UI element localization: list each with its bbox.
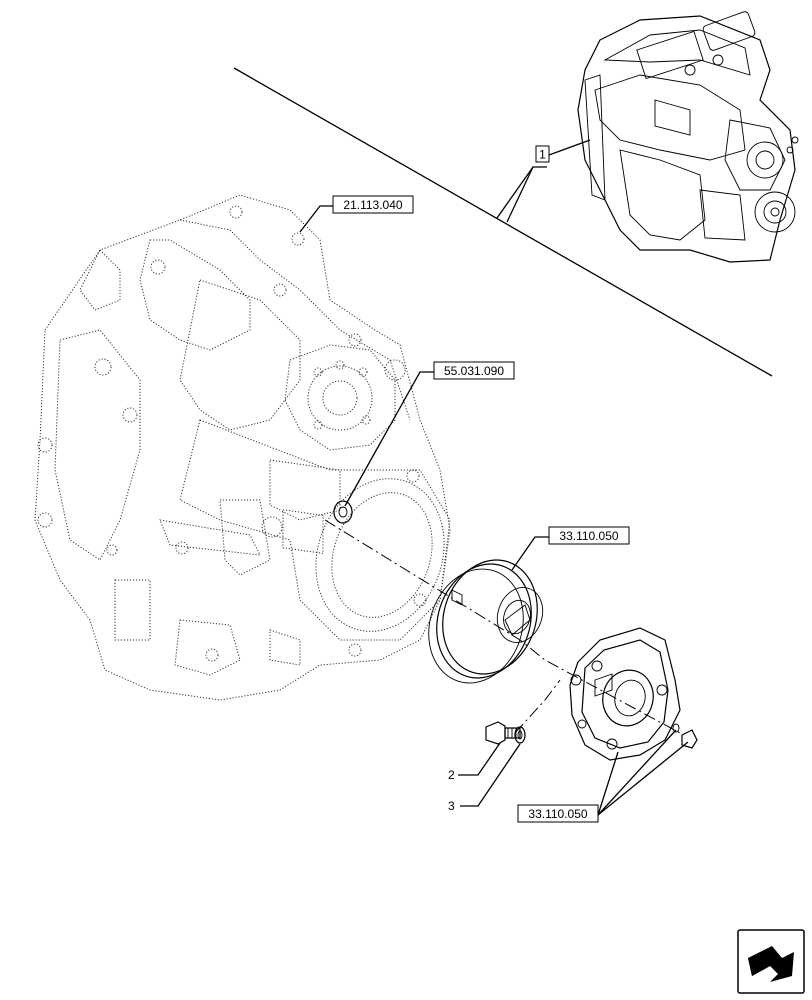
leader-item-3 — [460, 743, 521, 807]
ref-label-clutch-drum: 33.110.050 — [559, 529, 618, 543]
ref-label-cover: 33.110.050 — [528, 807, 587, 821]
leader-cover-c — [597, 741, 689, 816]
washer-item-3 — [514, 726, 526, 744]
leader-cover-b — [597, 729, 677, 816]
leader-clutch-drum — [511, 536, 549, 571]
transmission-housing-ghost — [34, 194, 451, 701]
seal-axis-line — [514, 679, 561, 734]
callout-item-3: 3 — [448, 799, 455, 813]
leader-item-1-b — [506, 166, 534, 223]
leader-item-1-c — [548, 139, 591, 156]
ref-box-cover — [517, 804, 599, 823]
next-page-arrow-icon[interactable] — [737, 929, 805, 994]
leader-cover-a — [597, 751, 619, 816]
ref-label-housing: 21.113.040 — [343, 198, 402, 212]
ref-box-assembly — [535, 145, 550, 163]
transmission-cover — [569, 627, 681, 761]
ref-label-assembly: 1 — [539, 148, 546, 162]
separator-line — [233, 67, 773, 377]
ref-label-plug: 55.031.090 — [444, 364, 504, 378]
drain-plug — [672, 723, 698, 749]
leader-plug — [344, 371, 434, 507]
callout-item-2: 2 — [448, 768, 455, 782]
assembly-axis-line — [324, 519, 681, 734]
leader-housing — [299, 205, 333, 233]
transmission-assembly-inset — [577, 11, 799, 263]
threaded-plug — [333, 500, 353, 524]
leader-item-2 — [458, 742, 501, 776]
clutch-drum — [428, 559, 544, 684]
ref-box-clutch-drum — [548, 526, 630, 545]
leader-item-1-a — [496, 166, 547, 219]
ref-box-plug — [433, 361, 515, 380]
ref-box-housing — [332, 195, 414, 214]
